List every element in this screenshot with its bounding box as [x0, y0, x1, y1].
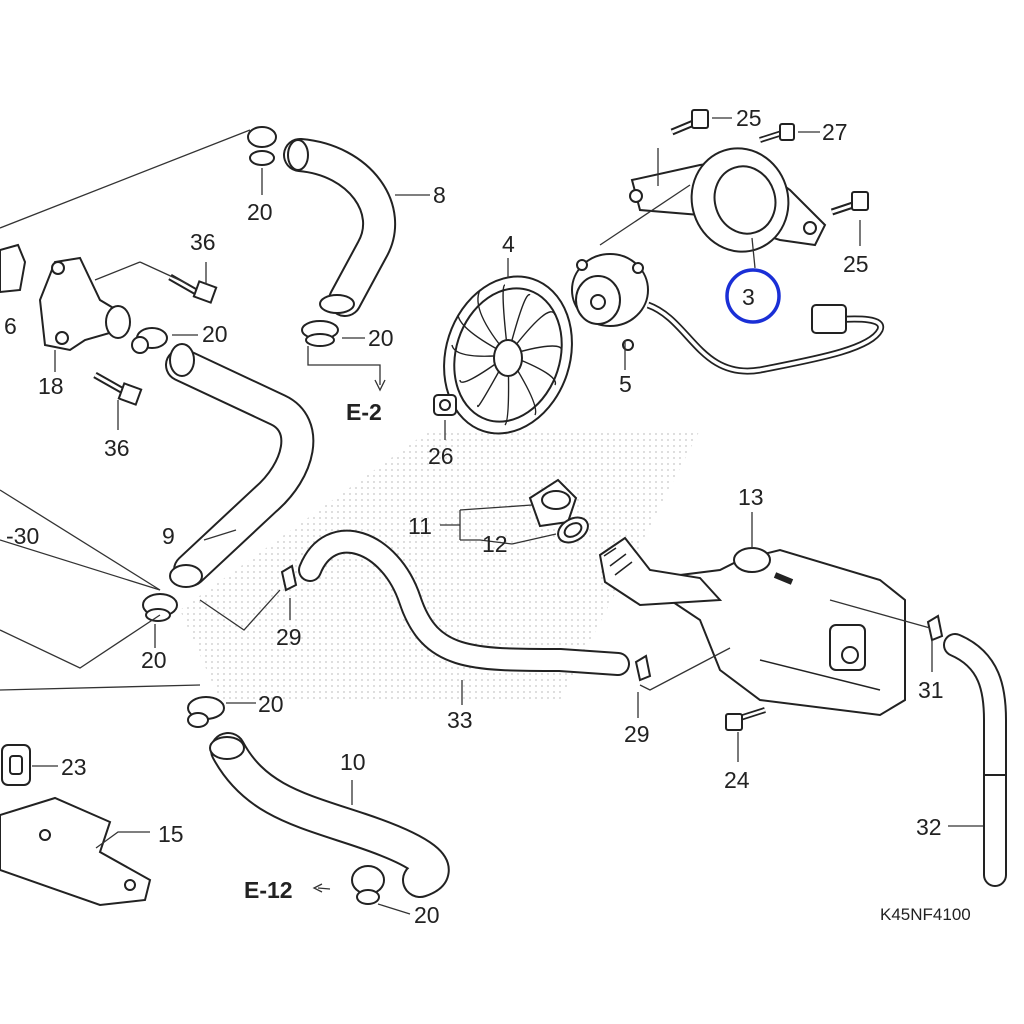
grommet-23[interactable]: [1, 744, 31, 786]
nut-26[interactable]: [433, 394, 457, 416]
label-25-right[interactable]: 25: [843, 251, 869, 277]
label-20-left[interactable]: 20: [202, 321, 228, 347]
label-31[interactable]: 31: [918, 677, 944, 703]
gasket-12[interactable]: [554, 512, 593, 547]
cap-11[interactable]: [528, 478, 578, 528]
clamp-20-left[interactable]: [131, 327, 168, 354]
label-33[interactable]: 33: [447, 707, 473, 733]
label-24[interactable]: 24: [724, 767, 750, 793]
label-25-top[interactable]: 25: [736, 105, 762, 131]
label-20-mid[interactable]: 20: [368, 325, 394, 351]
diagram-code: K45NF4100: [880, 905, 971, 924]
label-10[interactable]: 10: [340, 749, 366, 775]
cooling-fan-4[interactable]: [424, 260, 591, 450]
motor-wire: [646, 301, 885, 375]
hose-33[interactable]: [298, 529, 630, 676]
label-6[interactable]: 6: [4, 313, 17, 339]
leader-lines: [0, 117, 983, 915]
part-6-edge[interactable]: [0, 243, 27, 294]
hose-8[interactable]: [283, 138, 397, 317]
label-27[interactable]: 27: [822, 119, 848, 145]
reservoir-tank-13[interactable]: [637, 547, 906, 717]
label-26[interactable]: 26: [428, 443, 454, 469]
label-36-top[interactable]: 36: [190, 229, 216, 255]
ref-e2[interactable]: E-2: [346, 399, 382, 425]
label-20-hose10-top[interactable]: 20: [258, 691, 284, 717]
label-18[interactable]: 18: [38, 373, 64, 399]
bolt-24[interactable]: [725, 707, 766, 731]
label-15[interactable]: 15: [158, 821, 184, 847]
bolt-27[interactable]: [759, 123, 795, 143]
hose-32[interactable]: [943, 633, 1007, 887]
bolt-36-bottom[interactable]: [93, 371, 143, 406]
part-labels: 25 27 8 20 36 4 25 3 6 20 20 18 5 E-2 36…: [4, 105, 971, 928]
label-30[interactable]: -30: [6, 523, 39, 549]
label-12[interactable]: 12: [482, 531, 508, 557]
clamp-20-hose10-top[interactable]: [187, 696, 225, 728]
clip-29-right[interactable]: [634, 654, 652, 682]
label-29-left[interactable]: 29: [276, 624, 302, 650]
label-13[interactable]: 13: [738, 484, 764, 510]
label-5[interactable]: 5: [619, 371, 632, 397]
clamp-20-top[interactable]: [247, 126, 277, 166]
label-36-bottom[interactable]: 36: [104, 435, 130, 461]
label-4[interactable]: 4: [502, 231, 515, 257]
bolt-25-right[interactable]: [830, 191, 869, 216]
hose-9[interactable]: [165, 343, 315, 588]
label-3[interactable]: 3: [742, 284, 755, 310]
label-20-lower-left[interactable]: 20: [141, 647, 167, 673]
label-32[interactable]: 32: [916, 814, 942, 840]
clip-31[interactable]: [926, 614, 944, 642]
clamp-20-lower-left[interactable]: [142, 593, 178, 622]
bolt-36-top[interactable]: [168, 273, 218, 304]
filler-neck: [598, 536, 723, 607]
label-8[interactable]: 8: [433, 182, 446, 208]
thermostat-housing-18[interactable]: [38, 256, 131, 352]
highlight-circle: [725, 268, 781, 324]
bolt-25-top[interactable]: [670, 109, 709, 136]
label-20-top[interactable]: 20: [247, 199, 273, 225]
ref-e12[interactable]: E-12: [244, 877, 293, 903]
clamp-20-mid[interactable]: [301, 320, 339, 347]
bracket-15[interactable]: [0, 796, 152, 907]
label-29-right[interactable]: 29: [624, 721, 650, 747]
fan-motor-5[interactable]: [571, 253, 649, 351]
clip-29-left[interactable]: [280, 564, 298, 592]
fan-shroud-3[interactable]: [629, 136, 827, 265]
label-9[interactable]: 9: [162, 523, 175, 549]
hose-10[interactable]: [209, 732, 450, 898]
label-23[interactable]: 23: [61, 754, 87, 780]
label-20-hose10-bottom[interactable]: 20: [414, 902, 440, 928]
label-11[interactable]: 11: [408, 513, 432, 539]
clamp-20-hose10-bottom[interactable]: [351, 865, 385, 905]
